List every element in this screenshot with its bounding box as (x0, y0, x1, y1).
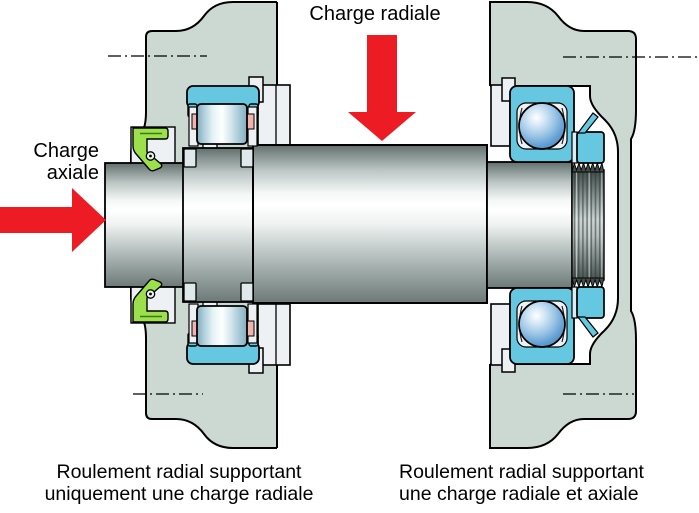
shaft-seal (132, 127, 169, 172)
shaft (104, 144, 605, 304)
axial-load-arrow-icon (0, 188, 106, 252)
seal-spring-dot (149, 154, 152, 158)
radial-load-label: Charge radiale (309, 3, 441, 25)
caption-right-line2: une charge radiale et axiale (399, 483, 639, 505)
thread-highlights (576, 171, 603, 279)
thread-crests-top (571, 161, 605, 173)
caption-left-line1: Roulement radial supportant (56, 461, 302, 483)
left-inner-ring-flange-right (240, 148, 254, 168)
locknut (576, 131, 605, 164)
caption-left-bearing: Roulement radial supportant uniquement u… (12, 461, 346, 505)
right-bearing-ball-bottom (518, 300, 566, 348)
left-bearing-cage-pink-right (246, 113, 255, 130)
bolt-centerlines (108, 55, 697, 395)
thread-crests-bottom (571, 277, 605, 289)
axial-load-label-line1: Charge (33, 140, 99, 162)
caption-right-line1: Roulement radial supportant (399, 461, 644, 483)
radial-load-arrow-icon (348, 35, 416, 141)
lock-washer-tab (576, 112, 599, 134)
left-inner-ring-flange-left (183, 148, 197, 168)
caption-right-bearing: Roulement radial supportant une charge r… (399, 461, 644, 505)
right-housing-outline (489, 0, 637, 226)
shaft-left-bearing-seat (182, 147, 254, 303)
axial-load-label: Charge axiale (0, 140, 99, 184)
shaft-thread-body (571, 169, 605, 281)
shaft-left-stub (104, 162, 186, 288)
caption-left-line2: uniquement une charge radiale (44, 483, 314, 505)
thread-lines (573, 171, 601, 279)
shaft-right-bearing-seat (486, 161, 573, 289)
left-bearing-roller (196, 103, 248, 145)
right-housing (490, 2, 636, 226)
axial-load-label-line2: axiale (46, 162, 99, 184)
shaft-main (252, 144, 488, 304)
right-bearing-ball-top (518, 102, 566, 150)
